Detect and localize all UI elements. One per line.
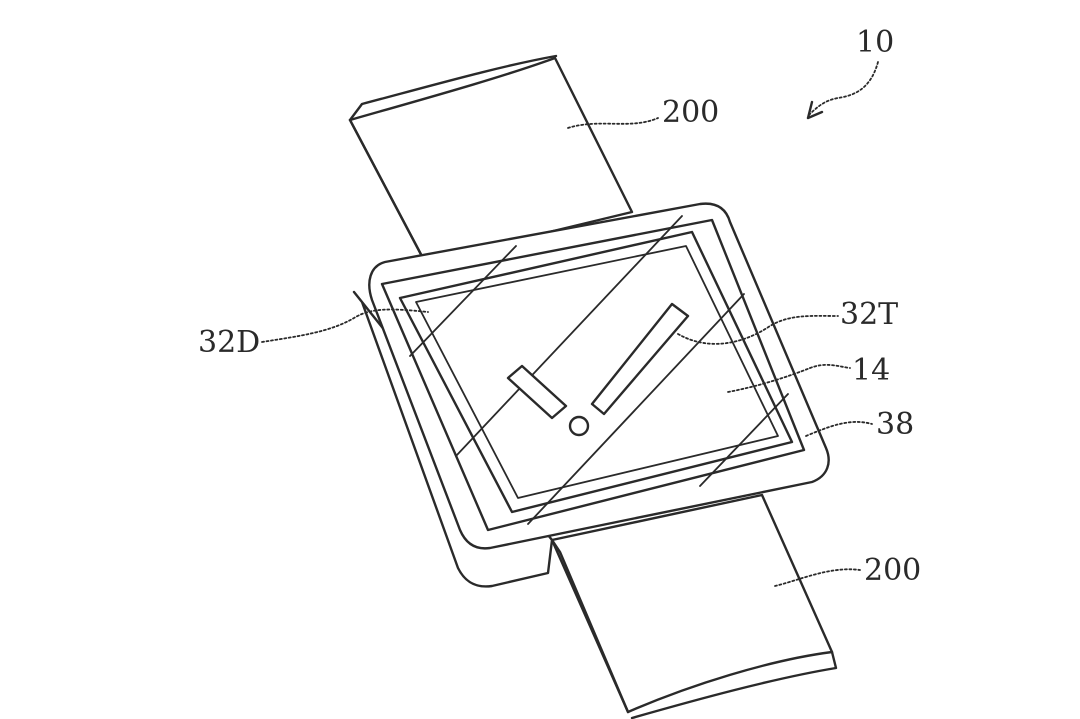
display-cover [398,215,794,525]
glare-line-1 [409,245,517,357]
bottom-strap [550,493,838,719]
glare-line-2 [455,215,683,457]
label-band-bottom: 200 [864,553,921,588]
glare-line-4 [699,393,789,487]
label-band-top: 200 [662,95,719,130]
label-display: 32D [198,325,260,360]
hour-hand [506,364,568,420]
label-housing: 38 [876,407,914,442]
arrow-head-icon [806,100,824,120]
leader-lines [261,61,879,587]
label-cover: 14 [852,353,890,388]
reference-labels: 10 200 32D 32T 14 38 200 [198,25,921,588]
watch-hands [506,302,690,437]
glare-line-3 [527,293,745,525]
hand-pivot [568,415,590,437]
label-device: 10 [856,25,894,60]
minute-hand [590,302,690,416]
label-touch: 32T [840,297,898,332]
top-strap [348,54,634,264]
